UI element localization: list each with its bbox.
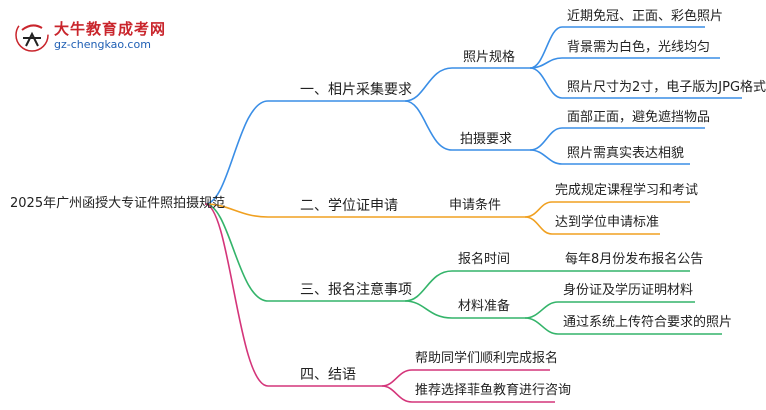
branch-3-group-1-item-1: 每年8月份发布报名公告 [565, 252, 704, 267]
branch-2-group-1-item-1: 完成规定课程学习和考试 [555, 183, 699, 198]
branch-3-group-2-item-1: 身份证及学历证明材料 [563, 283, 694, 298]
branch-4-item-1: 帮助同学们顺利完成报名 [415, 351, 559, 366]
branch-1-group-1-item-2: 背景需为白色，光线均匀 [567, 40, 711, 55]
branch-3-connectors [204, 203, 722, 335]
branch-1-label: 一、相片采集要求 [300, 82, 412, 98]
logo-name: 大牛教育成考网 [54, 20, 167, 38]
logo-mark-icon [15, 18, 49, 52]
branch-4-item-2: 推荐选择菲鱼教育进行咨询 [415, 383, 572, 398]
branch-4-connectors [204, 203, 555, 403]
connector-lines [204, 26, 742, 403]
branch-1-group-1-label: 照片规格 [463, 50, 516, 65]
root-node: 2025年广州函授大专证件照拍摄规范 [10, 196, 226, 211]
logo-url: gz-chengkao.com [54, 38, 151, 51]
branch-1-group-2-item-2: 照片需真实表达相貌 [567, 146, 685, 161]
branch-2-connectors [204, 201, 690, 235]
branch-3-group-1-label: 报名时间 [458, 252, 511, 267]
branch-3-group-2-item-2: 通过系统上传符合要求的照片 [563, 315, 733, 330]
mindmap-canvas: 大牛教育成考网 gz-chengkao.com 2025年广州函授大专证件照拍摄… [10, 9, 766, 403]
branch-1-group-1-item-1: 近期免冠、正面、彩色照片 [567, 9, 724, 24]
site-logo[interactable]: 大牛教育成考网 gz-chengkao.com [10, 14, 185, 58]
branch-4-label: 四、结语 [300, 367, 356, 383]
branch-1-group-2-label: 拍摄要求 [460, 132, 513, 147]
branch-1-group-1-item-3: 照片尺寸为2寸，电子版为JPG格式 [567, 80, 766, 95]
branch-2-group-1-item-2: 达到学位申请标准 [555, 215, 660, 230]
branch-2-group-1-label: 申请条件 [449, 198, 502, 213]
branch-1-connectors [204, 26, 742, 205]
branch-3-label: 三、报名注意事项 [300, 282, 412, 298]
branch-2-label: 二、学位证申请 [300, 198, 398, 214]
branch-3-group-2-label: 材料准备 [458, 299, 511, 314]
branch-1-group-2-item-1: 面部正面，避免遮挡物品 [567, 110, 711, 125]
